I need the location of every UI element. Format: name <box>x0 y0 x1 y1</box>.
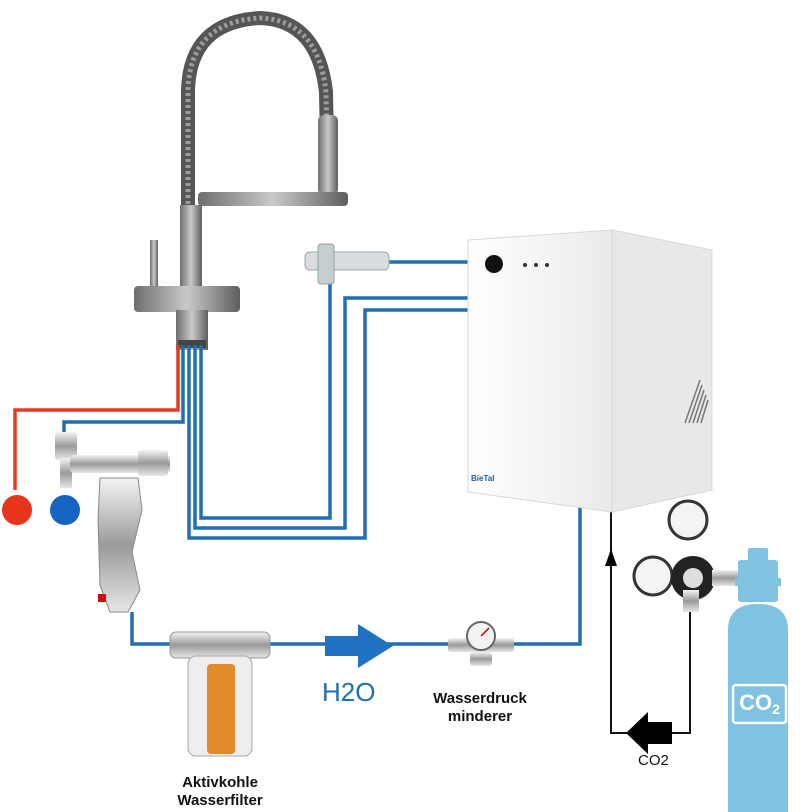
brand-logo: BieTal <box>471 474 495 483</box>
cooling-unit <box>467 229 713 513</box>
co2-line-label: CO2 <box>638 752 669 769</box>
co2-flow-arrow <box>626 712 672 754</box>
kitchen-faucet <box>134 10 348 350</box>
filter-label: Aktivkohle Wasserfilter <box>150 774 290 810</box>
inline-valve <box>304 243 390 285</box>
co2-tank-label: CO2 <box>733 688 786 724</box>
pressure-reducer <box>448 621 514 666</box>
co2-tank-label-main: CO <box>739 690 773 715</box>
co2-up-arrow <box>605 549 617 566</box>
hot-water-dot <box>2 495 32 525</box>
water-flow-arrow <box>325 624 393 668</box>
pressure-reducer-label: Wasserdruck minderer <box>415 690 545 726</box>
pressure-reducer-label-line1: Wasserdruck <box>433 690 527 707</box>
angle-valve <box>55 432 170 613</box>
co2-regulator <box>632 499 740 612</box>
filter-label-line2: Wasserfilter <box>177 792 263 809</box>
filter-label-line1: Aktivkohle <box>182 774 258 791</box>
cold-water-dot <box>50 495 80 525</box>
h2o-label: H2O <box>322 677 376 707</box>
pressure-reducer-label-line2: minderer <box>447 708 513 725</box>
activated-carbon-filter <box>169 631 271 757</box>
co2-tank <box>728 548 788 812</box>
co2-tank-label-sub: 2 <box>772 701 780 717</box>
